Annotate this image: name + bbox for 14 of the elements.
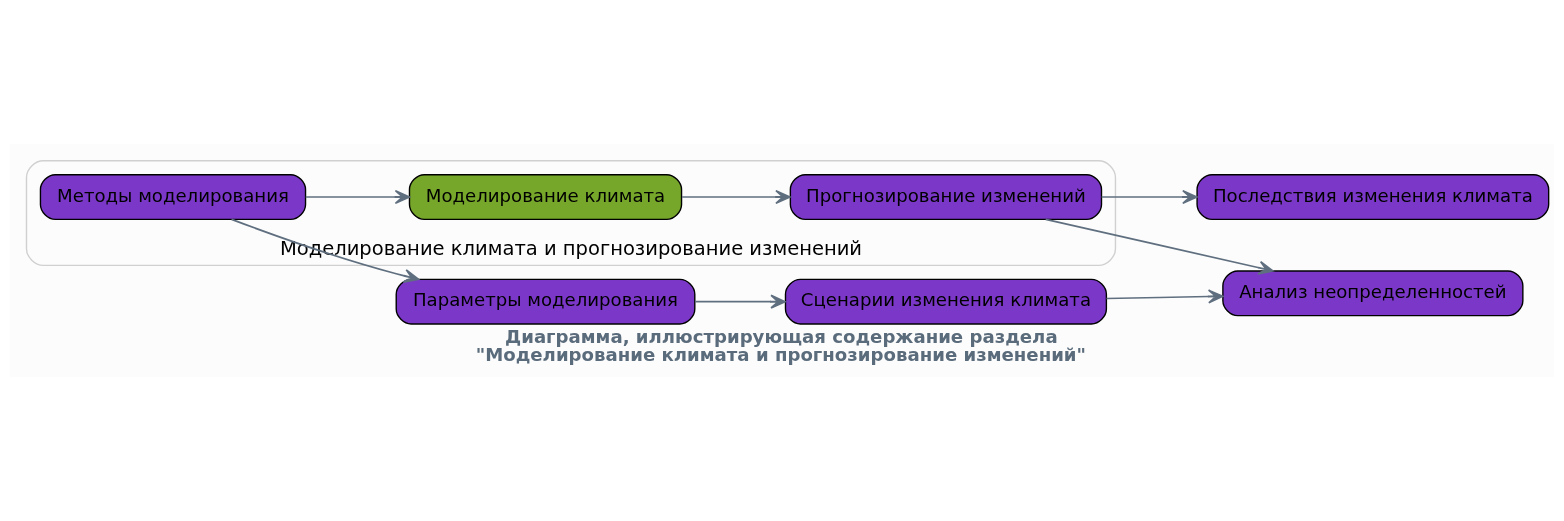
node-box: Параметры моделирования <box>395 278 696 325</box>
node-box: Последствия изменения климата <box>1196 174 1550 221</box>
arrow <box>1100 189 1198 205</box>
node-box: Сценарии изменения климата <box>784 278 1108 325</box>
node-box: Анализ неопределенностей <box>1222 270 1524 317</box>
node-box: Методы моделирования <box>39 174 307 221</box>
arrow <box>1044 218 1274 275</box>
arrow <box>304 189 411 205</box>
arrow <box>681 189 791 205</box>
node-box: Моделирование климата <box>408 174 683 221</box>
arrow <box>1105 289 1224 304</box>
arrow <box>694 294 786 309</box>
node-box: Прогнозирование изменений <box>789 174 1103 221</box>
caption: Диаграмма, иллюстрирующая содержание раздела "Моделирование климата и прогнозирование изменений" <box>475 325 1087 365</box>
